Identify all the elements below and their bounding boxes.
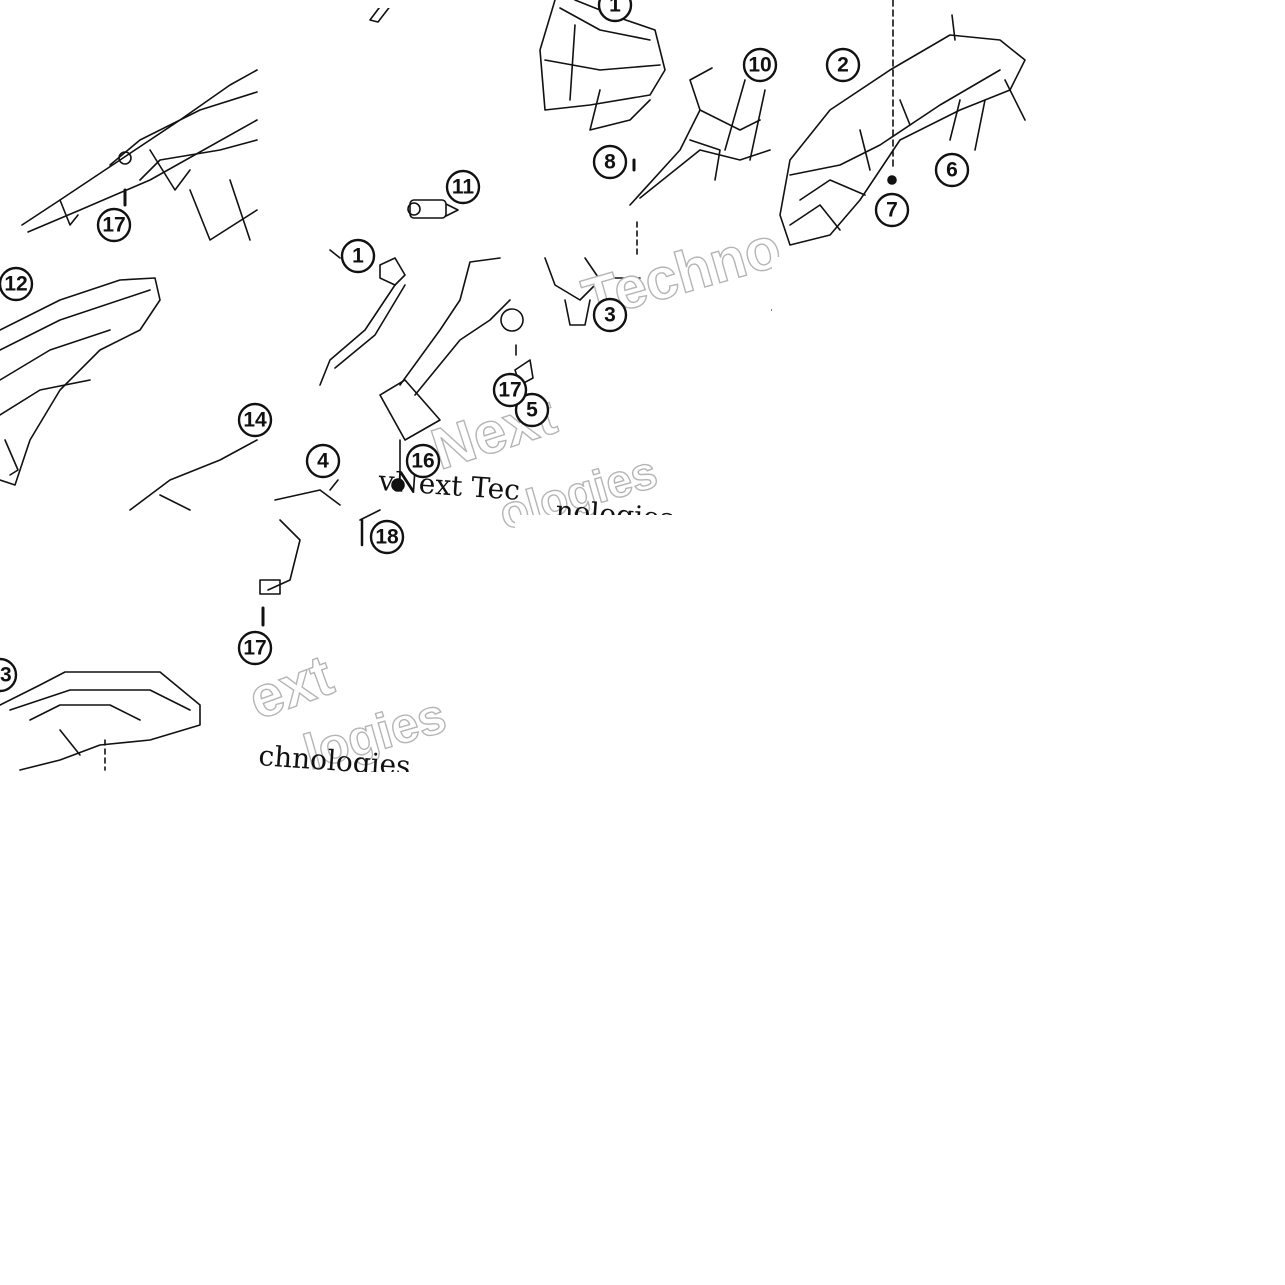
callout-7: 7 — [886, 199, 898, 222]
callout-11: 11 — [452, 176, 475, 199]
callout-17-bottom-partial: 17 — [243, 637, 266, 660]
callout-13-partial: 13 — [0, 664, 12, 687]
number-plate-drawing — [539, 0, 771, 256]
part-11-drawing — [369, 0, 459, 219]
callout-12: 12 — [4, 273, 27, 296]
shroud-drawing — [259, 249, 641, 627]
watermark-vnext-tec: vNext Tec — [377, 464, 522, 507]
rear-panel-drawing — [0, 671, 201, 771]
front-fender-drawing — [779, 0, 1026, 246]
callout-4: 4 — [317, 450, 329, 473]
callout-17-partial: 17 — [498, 379, 521, 402]
callout-5: 5 — [526, 399, 538, 422]
callout-14-partial: 14 — [243, 409, 267, 432]
callout-2: 2 — [837, 54, 849, 77]
side-panel-drawing — [0, 277, 258, 511]
callout-3: 3 — [604, 304, 616, 327]
callout-1: 1 — [609, 0, 621, 17]
callout-17: 17 — [102, 214, 125, 237]
callout-10-partial: 10 — [748, 54, 771, 77]
rear-fender-drawing — [21, 69, 258, 241]
callout-8: 8 — [604, 151, 616, 174]
callout-16-partial: 16 — [411, 450, 434, 473]
callout-6: 6 — [946, 159, 958, 182]
callout-18: 18 — [375, 526, 399, 549]
callout-1-partial: 1 — [352, 245, 364, 268]
